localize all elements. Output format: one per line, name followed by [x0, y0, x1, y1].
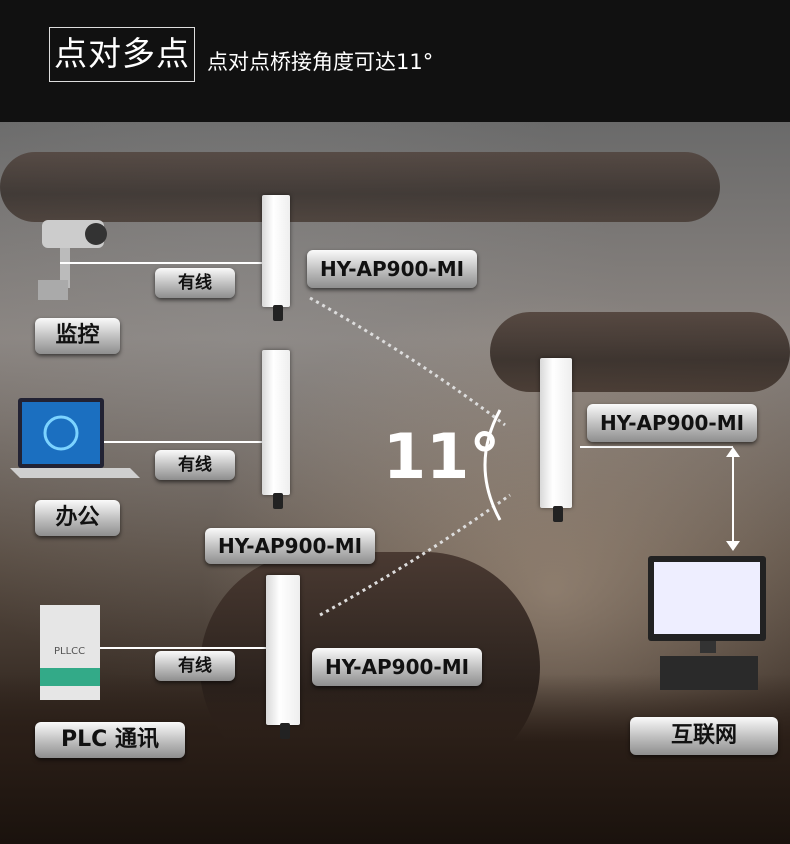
category-plc: PLC 通讯	[35, 722, 185, 758]
model-label: HY-AP900-MI	[307, 250, 477, 288]
camera-icon	[38, 220, 107, 300]
model-label: HY-AP900-MI	[312, 648, 482, 686]
connector-line	[104, 441, 264, 443]
access-point-device	[540, 358, 572, 522]
laptop-icon	[10, 398, 140, 478]
category-office: 办公	[35, 500, 120, 536]
model-label: HY-AP900-MI	[205, 528, 375, 564]
signal-wave-upper	[309, 296, 506, 427]
connector-line	[100, 647, 268, 649]
category-internet: 互联网	[630, 717, 778, 755]
signal-wave-lower	[319, 493, 511, 617]
page-subtitle: 点对点桥接角度可达11°	[207, 50, 434, 74]
access-point-device	[266, 575, 300, 739]
desktop-computer-icon	[648, 556, 766, 690]
connector-line	[60, 262, 265, 264]
plc-device-label: PLLCC	[54, 646, 85, 657]
wired-label: 有线	[155, 268, 235, 298]
page-title: 点对多点	[49, 27, 195, 82]
wired-label: 有线	[155, 651, 235, 681]
angle-arc	[483, 409, 502, 521]
header: 点对多点 点对点桥接角度可达11°	[0, 0, 790, 122]
access-point-device	[262, 195, 290, 321]
model-label: HY-AP900-MI	[587, 404, 757, 442]
wired-label: 有线	[155, 450, 235, 480]
access-point-device	[262, 350, 290, 509]
category-monitor: 监控	[35, 318, 120, 354]
plc-icon: PLLCC	[40, 605, 100, 700]
angle-label: 11°	[383, 420, 501, 493]
